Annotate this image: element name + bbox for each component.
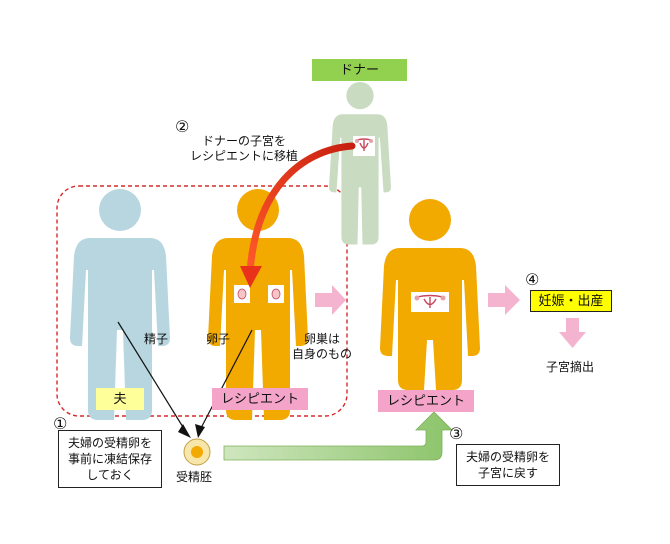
egg-label: 卵子 (206, 332, 231, 346)
transplant-arrow (240, 142, 356, 288)
recipient-label-right: レシピエント (378, 390, 474, 412)
sperm-label: 精子 (144, 332, 169, 346)
step-1-number: ① (53, 414, 68, 433)
husband-figure (70, 189, 170, 420)
step-3-number: ③ (449, 424, 464, 443)
hysterectomy-label: 子宮摘出 (546, 360, 595, 374)
pink-arrow-1 (315, 285, 346, 315)
step-2-number: ② (175, 117, 190, 136)
sperm-line (117, 321, 187, 433)
step-3-box: 夫婦の受精卵を 子宮に戻す (456, 444, 560, 486)
donor-label: ドナー (312, 59, 407, 81)
recipient-figure-right (380, 199, 480, 390)
pink-arrow-down (559, 318, 586, 348)
embryo-transfer-arrow (223, 411, 453, 461)
step-4-number: ④ (525, 270, 540, 289)
embryo-icon (183, 438, 211, 466)
pregnancy-label: 妊娠・出産 (530, 290, 612, 312)
uterus-icon-right (411, 292, 449, 312)
ovary-note: 卵巣は 自身のもの (292, 332, 353, 361)
egg-line (199, 329, 253, 431)
ovary-icon-left (234, 285, 284, 303)
step-1-box: 夫婦の受精卵を 事前に凍結保存 しておく (58, 430, 162, 488)
recipient-label-left: レシピエント (212, 388, 308, 410)
donor-uterus-icon (353, 136, 375, 156)
couple-group-outline (56, 185, 348, 417)
pink-arrow-2 (488, 285, 520, 315)
donor-figure (329, 82, 391, 245)
embryo-label: 受精胚 (176, 470, 213, 484)
step-2-text: ドナーの子宮を レシピエントに移植 (190, 134, 299, 163)
husband-label: 夫 (96, 388, 144, 410)
